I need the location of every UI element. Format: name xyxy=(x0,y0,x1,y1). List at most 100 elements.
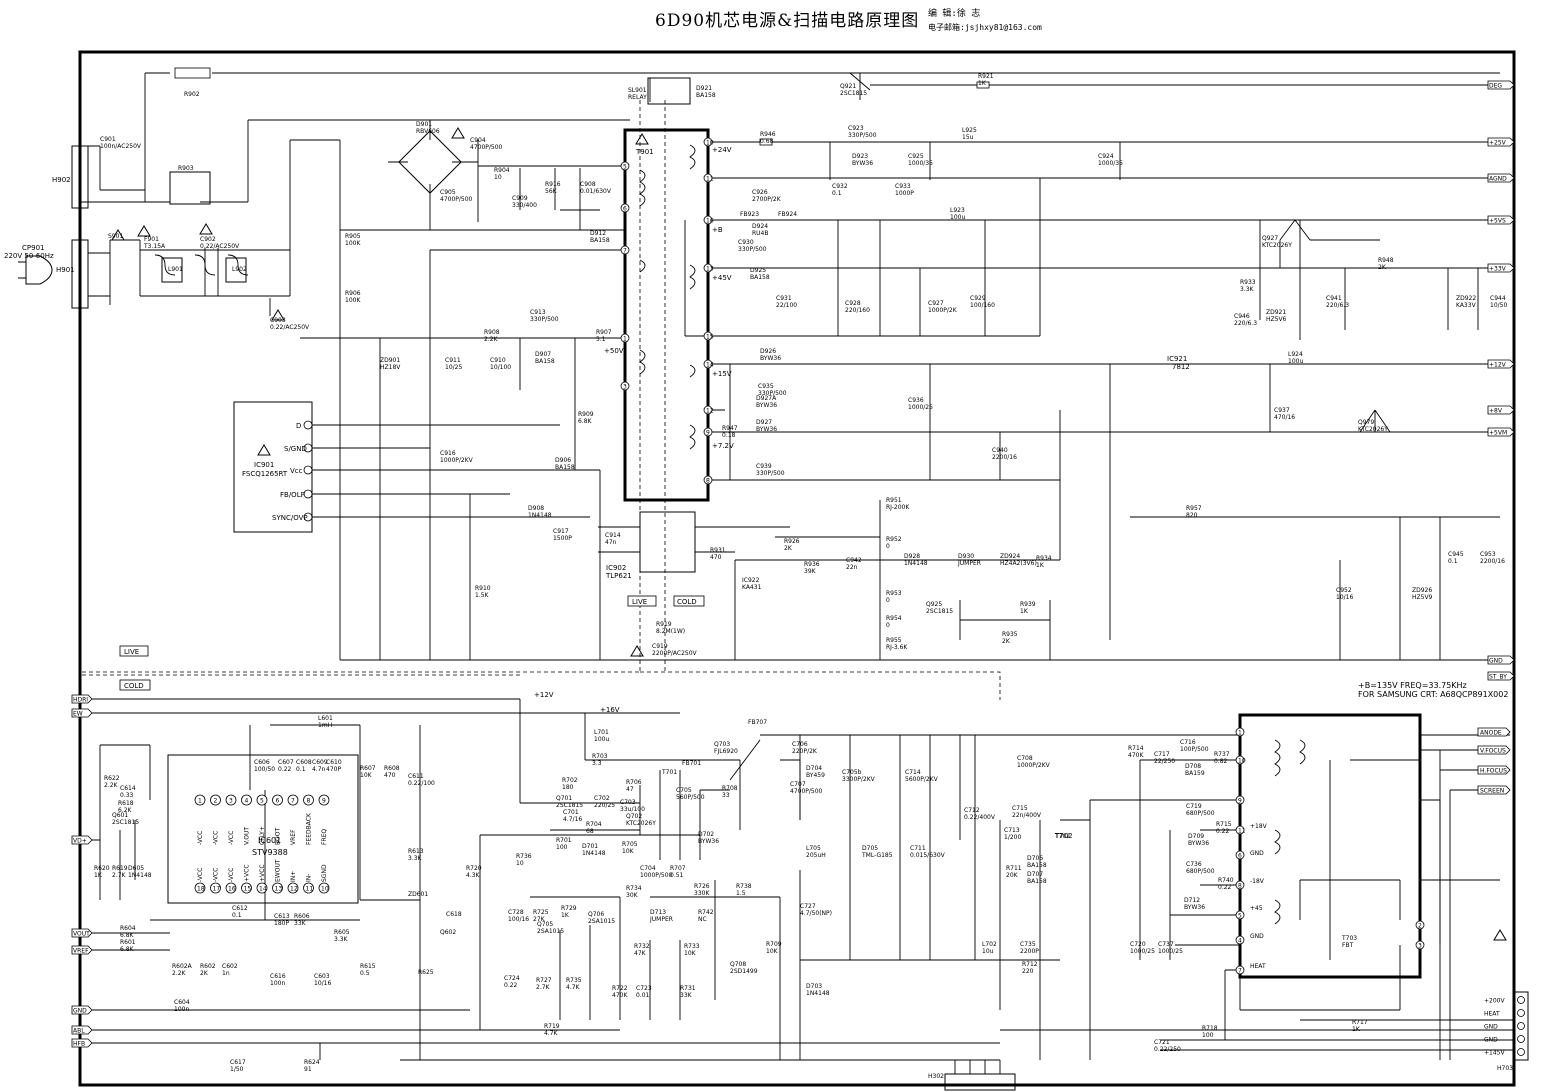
component-ref: T702 xyxy=(1054,833,1070,840)
t901-pin xyxy=(703,137,713,147)
component-ref: D927 xyxy=(756,419,772,426)
component-ref: D709 xyxy=(1188,833,1204,840)
component-value: 0.01 xyxy=(636,992,650,999)
ic601-pin xyxy=(241,794,252,806)
component-ref: R939 xyxy=(1020,601,1036,608)
component-value: NC xyxy=(698,916,707,923)
component-ref: R954 xyxy=(886,615,902,622)
component-value: 1K xyxy=(1036,562,1045,569)
component-value: 33K xyxy=(294,920,307,927)
net-tag-label: +5VM xyxy=(1489,430,1507,437)
component-ref: R601 xyxy=(120,939,136,946)
ic601-pin xyxy=(194,882,206,894)
component-ref: R921 xyxy=(978,73,994,80)
ic601-pin-name: VREF xyxy=(290,829,297,845)
t901-pin xyxy=(620,161,630,171)
ic601-pin xyxy=(272,794,283,806)
ic601-pin-name: IN- xyxy=(306,874,313,882)
component-value: 1/50 xyxy=(230,1066,244,1073)
component-ref: C941 xyxy=(1326,295,1342,302)
component-ref: R735 xyxy=(566,977,582,984)
t901-pin-number: 10 xyxy=(706,140,714,147)
fbt-pin-number: 4 xyxy=(1238,938,1242,945)
component-value: 10 xyxy=(494,174,502,181)
component-ref: R606 xyxy=(294,913,310,920)
ic601-pin-number: 14 xyxy=(259,886,267,893)
component-value: 1n xyxy=(222,970,230,977)
fbt-pin-number: 2 xyxy=(1418,923,1422,930)
component-value: 220/6.3 xyxy=(1234,320,1257,327)
t901-pin-number: 5 xyxy=(623,164,627,171)
component-value: BA158 xyxy=(1027,862,1047,869)
component-value: 6.8K xyxy=(578,418,593,425)
component-ref: C913 xyxy=(530,309,546,316)
crt-tag-label: ANODE xyxy=(1480,730,1502,737)
component-ref: Q701 xyxy=(556,795,572,802)
sl901-relay xyxy=(647,77,691,105)
t901-pin xyxy=(703,331,713,341)
fbt-pin xyxy=(1235,727,1245,737)
net-tag xyxy=(71,835,93,845)
component-ref: D704 xyxy=(806,765,822,772)
component-ref: C603 xyxy=(314,973,330,980)
ic901-name: IC901 xyxy=(254,461,274,469)
component-ref: D928 xyxy=(904,553,920,560)
component-value: 2SC1815 xyxy=(112,819,139,826)
component-value: 22n/400V xyxy=(1012,812,1042,819)
note-crt: FOR SAMSUNG CRT: A68QCP891X002 xyxy=(1358,690,1508,699)
component-value: 100u xyxy=(1288,358,1303,365)
component-ref: C735 xyxy=(1020,941,1036,948)
component-ref: R948 xyxy=(1378,257,1394,264)
component-ref: C702 xyxy=(594,795,610,802)
component-ref: C721 xyxy=(1154,1039,1170,1046)
fbt-pin xyxy=(1235,755,1245,765)
component-value: 3.3 xyxy=(592,760,602,767)
cold-label-2: COLD xyxy=(677,598,697,606)
component-value: 1000/35 xyxy=(908,160,933,167)
component-ref: R613 xyxy=(408,848,424,855)
component-ref: C720 xyxy=(1130,941,1146,948)
component-ref: R931 xyxy=(710,547,726,554)
component-value: 2700P/2K xyxy=(752,196,782,203)
ic601-part: STV9388 xyxy=(252,848,288,857)
component-value: 4700P/500 xyxy=(470,144,503,151)
component-ref: L902 xyxy=(232,266,247,273)
component-value: HZ5V6 xyxy=(1266,316,1287,323)
component-ref: R709 xyxy=(766,941,782,948)
component-value: 10 xyxy=(516,860,524,867)
component-value: 2.7K xyxy=(112,872,127,879)
net-tag-label: VD+ xyxy=(73,838,87,845)
t901-pin xyxy=(620,381,630,391)
component-value: 220 xyxy=(1022,968,1034,975)
component-value: 1K xyxy=(978,80,987,87)
ic601-pin xyxy=(210,882,221,894)
component-value: 0 xyxy=(886,597,890,604)
component-value: 100/160 xyxy=(970,302,995,309)
component-value: 1000P/2K xyxy=(928,307,958,314)
component-value: 10K xyxy=(360,772,373,779)
net-tag-label: DEG xyxy=(1489,83,1502,90)
component-value: 0.68 xyxy=(760,138,774,145)
ic601-pin-name: BOOT xyxy=(275,828,282,845)
component-value: BA158 xyxy=(750,274,770,281)
component-value: 0.01/630V xyxy=(580,188,612,195)
component-value: 22n xyxy=(846,564,858,571)
component-value: RJ-3.6K xyxy=(886,644,908,651)
component-ref: D908 xyxy=(528,505,544,512)
component-value: BYW36 xyxy=(756,402,777,409)
component-value: 1000P xyxy=(895,190,914,197)
component-ref: D923 xyxy=(852,153,868,160)
ic601-pin xyxy=(272,882,283,894)
component-value: 680P/500 xyxy=(1186,810,1215,817)
t901-pin xyxy=(620,245,630,255)
component-ref: R701 xyxy=(556,837,572,844)
crt-tag xyxy=(1477,765,1511,775)
component-ref: R740 xyxy=(1218,877,1234,884)
component-ref: C928 xyxy=(845,300,861,307)
component-value: 1000P/2KV xyxy=(440,457,474,464)
t901-pin-number: 13 xyxy=(706,266,714,273)
component-value: 3.3K xyxy=(1240,286,1255,293)
net-tag xyxy=(71,694,93,704)
